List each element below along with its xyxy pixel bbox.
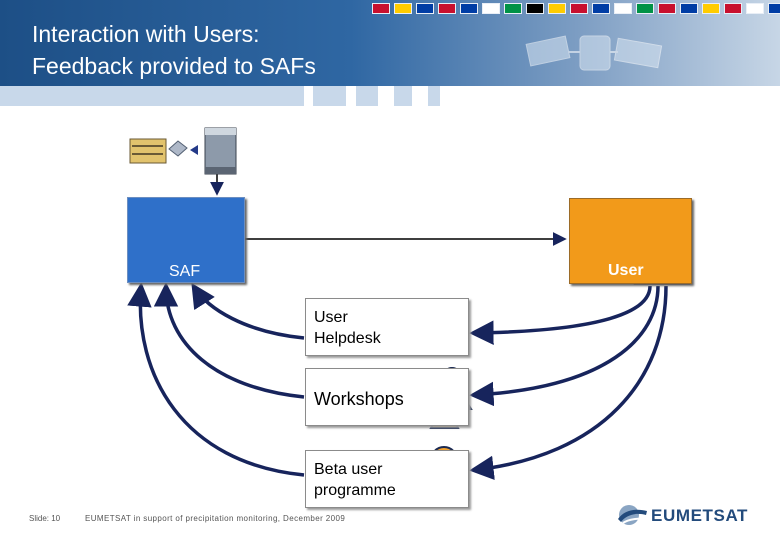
- flag: [548, 3, 566, 14]
- header-bar-segment: [356, 86, 378, 106]
- flag: [570, 3, 588, 14]
- flag: [614, 3, 632, 14]
- user-helpdesk-arrow: [469, 285, 652, 345]
- flag: [724, 3, 742, 14]
- slide-number: Slide: 10: [29, 514, 61, 523]
- satellite-icon: [129, 127, 237, 175]
- eumetsat-logo-icon: [618, 505, 648, 525]
- flag: [394, 3, 412, 14]
- user-box: [569, 198, 692, 284]
- flag: [482, 3, 500, 14]
- header-bar-segment: [0, 86, 304, 106]
- eumetsat-logo: EUMETSAT: [615, 501, 775, 529]
- helpdesk-feedback-arrow: [191, 282, 305, 340]
- page-title: Interaction with Users: Feedback provide…: [32, 21, 316, 79]
- flag: [658, 3, 676, 14]
- user-helpdesk-label: User Helpdesk: [314, 309, 381, 347]
- flag: [592, 3, 610, 14]
- beta-feedback-arrow: [127, 282, 305, 477]
- flag: [460, 3, 478, 14]
- user-beta-arrow: [469, 285, 668, 481]
- flag: [680, 3, 698, 14]
- user-label: User: [608, 262, 644, 279]
- eumetsat-brand-text: EUMETSAT: [651, 506, 749, 525]
- saf-box: [127, 197, 245, 283]
- flag: [504, 3, 522, 14]
- flag: [438, 3, 456, 14]
- user-helpdesk-box: User Helpdesk: [305, 298, 469, 356]
- beta-user-programme-box: Beta user programme: [305, 450, 469, 508]
- footer-note: EUMETSAT in support of precipitation mon…: [85, 514, 346, 523]
- user-workshops-arrow: [469, 285, 660, 407]
- saf-label: SAF: [169, 263, 201, 280]
- flag: [416, 3, 434, 14]
- header-bar-segment: [428, 86, 440, 106]
- eu-flags-strip: [372, 3, 780, 14]
- slide-header: Interaction with Users: Feedback provide…: [0, 0, 780, 86]
- beta-user-programme-label: Beta user programme: [314, 461, 396, 499]
- workshops-box: Workshops: [305, 368, 469, 426]
- satellite-watermark-icon: [525, 35, 663, 71]
- flag: [746, 3, 764, 14]
- flag: [636, 3, 654, 14]
- header-bar-segment: [394, 86, 412, 106]
- flag: [768, 3, 780, 14]
- header-bar-segment: [313, 86, 346, 106]
- workshops-feedback-arrow: [153, 282, 305, 399]
- flag: [526, 3, 544, 14]
- flag: [702, 3, 720, 14]
- workshops-label: Workshops: [314, 389, 404, 409]
- flag: [372, 3, 390, 14]
